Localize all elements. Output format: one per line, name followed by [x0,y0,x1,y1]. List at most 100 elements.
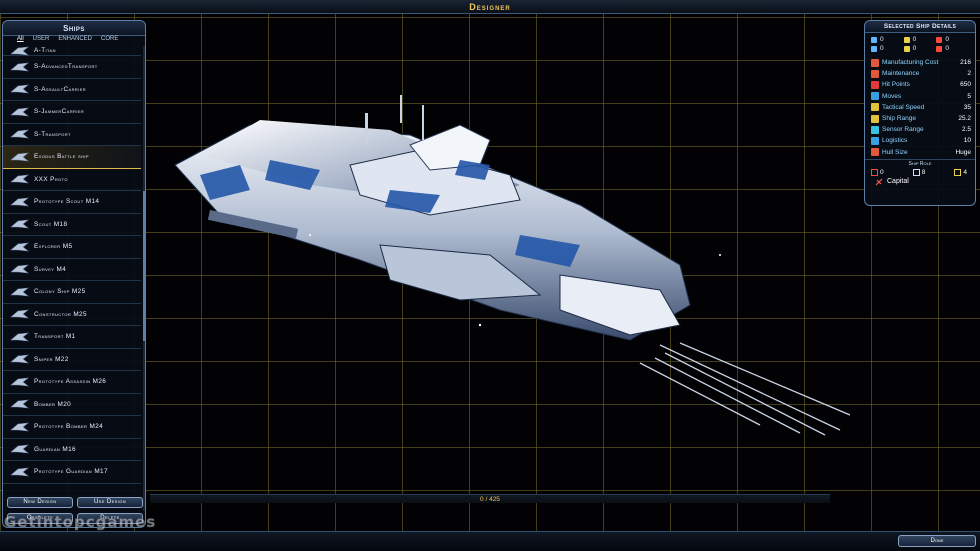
selected-ship-details-panel: Selected Ship Details 0 0 0 0 0 0 Manufacturi… [864,20,976,206]
component-count-value: 0 [945,36,949,43]
ship-list-item[interactable]: S-JammerCarrier [3,101,141,124]
ship-3d-model[interactable] [160,95,850,440]
obsolete-button[interactable]: Obsolete [7,513,73,524]
ship-list-item[interactable]: A-Titan [3,46,141,56]
ship-list-item[interactable]: Bomber M20 [3,394,141,416]
ship-list-item[interactable]: Colony Ship M25 [3,281,141,304]
details-panel-title: Selected Ship Details [865,21,975,33]
ship-list-item[interactable]: XXX Proto [3,169,141,191]
ship-role: Capital [865,178,975,186]
stat-icon [871,148,879,157]
component-count-value: 0 [880,36,884,43]
role-count-value: 4 [963,168,967,176]
stat-icon [871,125,879,134]
component-count: 0 [871,45,904,52]
guardian-ship-icon [9,465,31,479]
stat-label: Hull Size [882,148,908,156]
bottom-bar [0,531,980,551]
ship-list-item-label: Constructor M25 [34,310,87,318]
stat-value: 2.5 [961,126,971,134]
ship-list-item[interactable]: Survey M4 [3,259,141,281]
ship-list-item-label: Prototype Guardian M17 [34,468,108,476]
stat-label: Hit Points [882,81,910,89]
ship-list-item-label: Exodus Battle ship [34,153,89,161]
stat-value: 5 [967,92,971,100]
scout-ship-icon [9,217,31,231]
stat-label: Ship Range [882,115,916,123]
use-design-button[interactable]: Use Design [77,497,143,508]
ship-list-item[interactable]: Constructor M25 [3,304,141,326]
component-count: 0 [903,36,937,43]
stat-label: Logistics [882,137,908,145]
scrollbar-thumb[interactable] [143,191,145,341]
component-count: 0 [936,45,969,52]
ship-list-item[interactable]: Prototype Bomber M24 [3,416,141,439]
ship-list-item[interactable]: Scout M18 [3,214,141,236]
stat-icon [871,69,879,78]
delete-button[interactable]: Delete [77,513,143,524]
ship-list-item[interactable]: Explorer M5 [3,236,141,259]
ship-list-item[interactable]: S-Transport [3,124,141,146]
point-defense-icon [903,45,910,52]
ship-list-item-label: S-AdvancedTransport [34,63,98,71]
ship-list-item[interactable]: Exodus Battle ship [3,146,141,169]
component-count-value: 0 [912,45,917,52]
capital-role-icon [875,178,883,186]
stat-label: Maintenance [882,70,920,78]
tab-user[interactable]: USER [32,36,50,42]
ship-list-item[interactable]: Prototype Guardian M17 [3,461,141,484]
ship-list-item-label: Survey M4 [34,265,67,273]
ship-list-item-label: Bomber M20 [34,400,72,408]
new-design-button[interactable]: New Design [7,497,73,508]
stat-label: Moves [882,92,902,100]
ship-list-item-label: Transport M1 [34,333,76,341]
support-role-icon [912,168,920,176]
carrier-ship-icon [9,82,31,96]
ship-list-item[interactable]: Transport M1 [3,326,141,349]
bomber-ship-icon [9,420,31,434]
ship-list-item-label: S-JammerCarrier [34,108,85,116]
component-count: 0 [936,36,969,43]
window-title: Designer [469,2,511,12]
ships-panel-title: Ships [3,21,145,36]
stat-value: 10 [963,137,971,145]
ship-list-item-label: S-Transport [34,130,71,138]
role-count-value: 8 [921,168,926,176]
tab-enhanced[interactable]: ENHANCED [58,36,93,42]
ship-list-item[interactable]: Guardian M16 [3,439,141,461]
transport-ship-icon [9,127,31,141]
stat-icon [871,92,879,101]
bomber-ship-icon [9,397,31,411]
done-button[interactable]: Done [898,535,976,547]
component-count-value: 0 [945,45,949,52]
ship-list-item[interactable]: S-AdvancedTransport [3,56,141,79]
role-count: 8 [912,168,926,176]
ship-list-item[interactable]: Prototype Scout M14 [3,191,141,214]
stat-label: Manufacturing Cost [882,59,939,67]
ship-list-item-label: Guardian M16 [34,445,76,453]
tab-core[interactable]: CORE [101,36,119,42]
survey-ship-icon [9,262,31,276]
ship-list-item-label: Prototype Bomber M24 [34,423,104,431]
component-count-value: 0 [912,36,917,43]
stat-value: Huge [955,148,971,156]
component-count: 0 [871,36,904,43]
ship-list-item[interactable]: S-AssaultCarrier [3,79,141,101]
tab-all[interactable]: All [17,36,24,42]
stat-value: 25.2 [958,115,971,123]
stat-icon [871,136,879,145]
design-capacity-bar: 0 / 425 [150,494,830,503]
ship-list-item[interactable]: Prototype Assassin M26 [3,371,141,394]
missile-weapon-icon [903,36,910,43]
design-capacity-text: 0 / 425 [480,496,500,503]
ship-list-scrollbar[interactable] [143,46,145,511]
ship-list-item[interactable]: Sniper M22 [3,349,141,371]
proto-ship-icon [9,172,31,186]
shield-defense-icon [871,45,877,52]
watermark: Getintopcgames [4,513,157,532]
defense-role-icon [954,168,962,176]
ship-role-label: Capital [887,178,909,186]
